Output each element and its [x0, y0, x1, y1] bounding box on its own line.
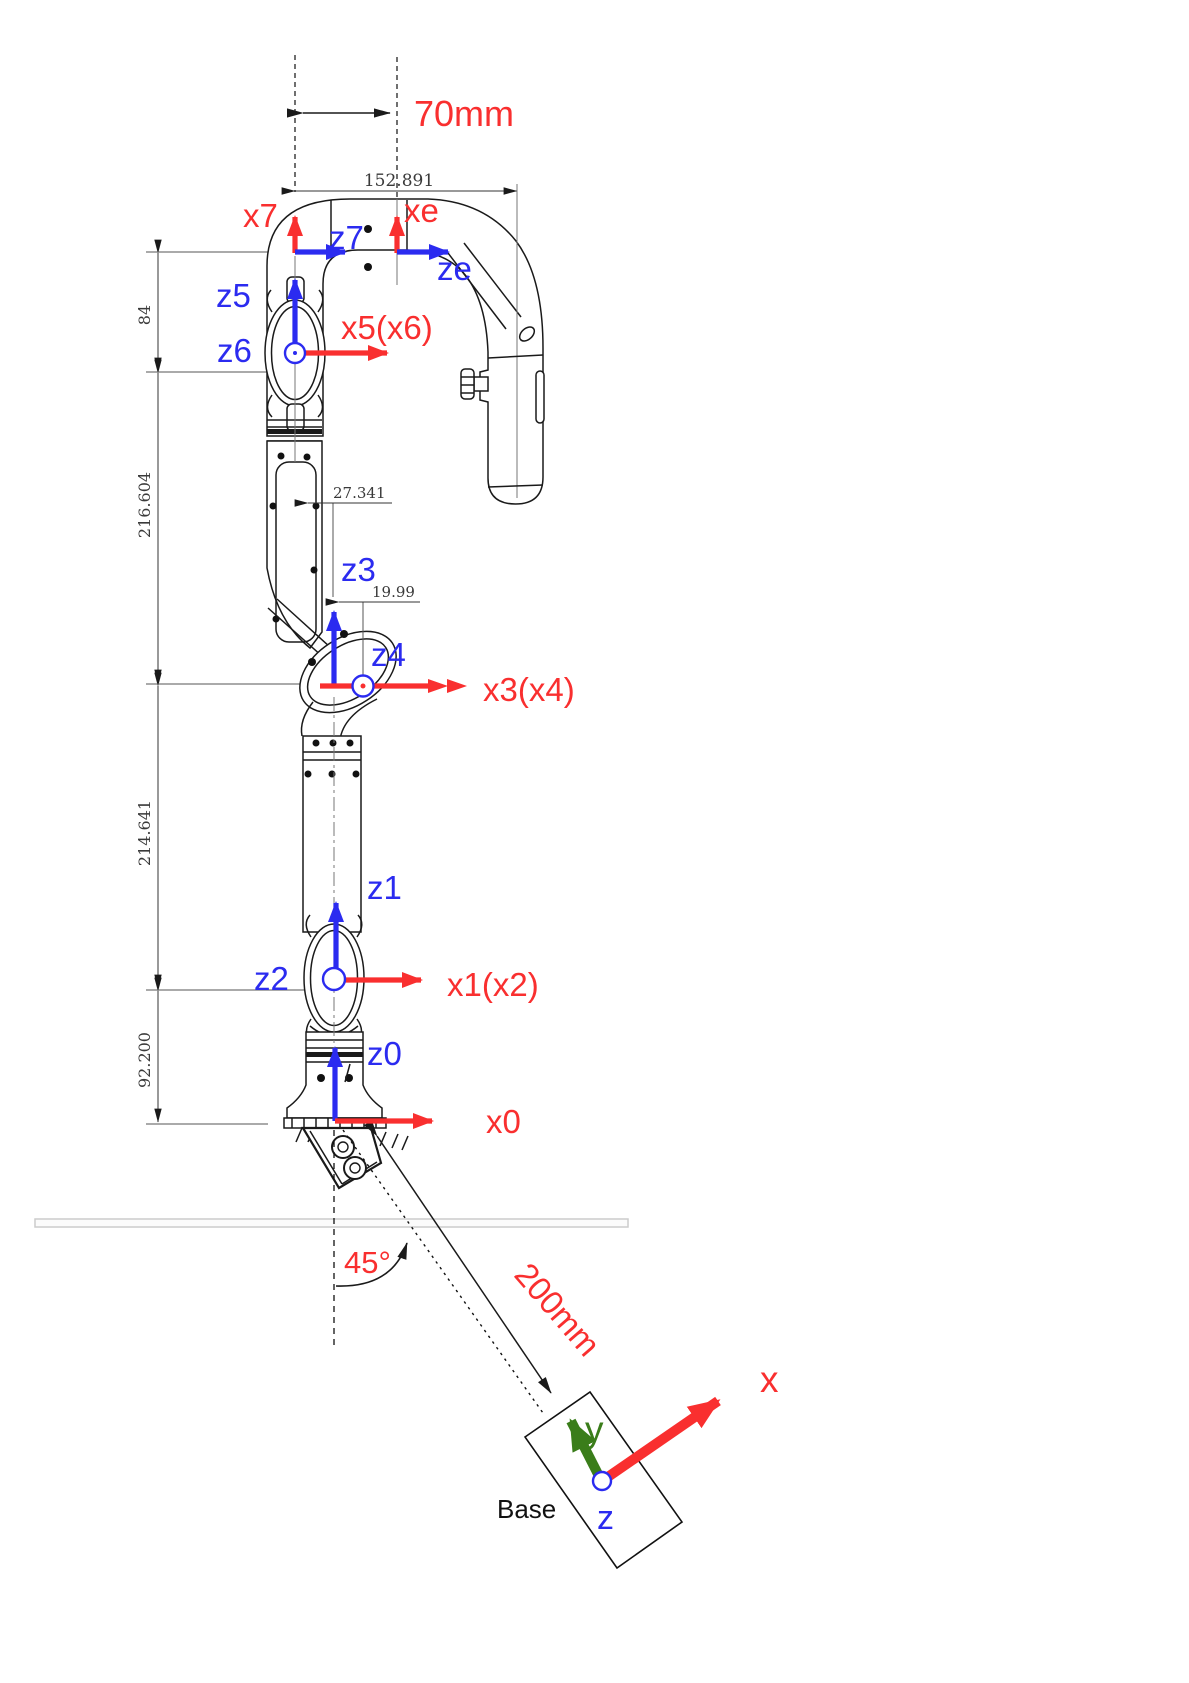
dim-152-label: 152.891 — [364, 171, 434, 191]
frame-z5-label: z5 — [216, 277, 251, 314]
frame-x7-label: x7 — [243, 197, 278, 234]
dim-27-label: 27.341 — [333, 484, 386, 502]
base-y-label: y — [585, 1409, 604, 1450]
gripper-knob-stem — [473, 376, 489, 392]
dim-216-label: 216.604 — [135, 472, 154, 538]
mount-construction — [333, 1119, 552, 1414]
dim-200mm-line — [364, 1119, 552, 1394]
dim-92-label: 92.200 — [135, 1032, 154, 1088]
base-frame — [523, 1390, 721, 1570]
upper-arm-link — [302, 735, 362, 933]
base-label: Base — [497, 1494, 556, 1524]
frame-z6-label: z6 — [217, 332, 252, 369]
frame-z1-label: z1 — [367, 869, 402, 906]
frame-z3-label: z3 — [341, 551, 376, 588]
frame-x3x4-label: x3(x4) — [483, 671, 575, 708]
dim-214-label: 214.641 — [135, 800, 154, 866]
frame-z0-label: z0 — [367, 1035, 402, 1072]
dim-19-label: 19.99 — [372, 583, 415, 601]
frame-ze-label: ze — [437, 250, 472, 287]
angle-45-label: 45° — [344, 1245, 391, 1280]
base-x-label: x — [760, 1359, 779, 1400]
dim-200mm-label: 200mm — [508, 1256, 608, 1363]
frame-z7-label: z7 — [329, 219, 364, 256]
forearm-link — [266, 440, 323, 650]
screw-dot — [364, 263, 372, 271]
joint-axes — [283, 215, 467, 1129]
end-effector-gripper — [460, 255, 545, 498]
base-y-axis-arrow — [566, 1418, 606, 1483]
inline-dimensions — [294, 499, 420, 676]
base-z-label: z — [597, 1499, 614, 1537]
dim-84-label: 84 — [135, 305, 154, 325]
frame-xe-label: xe — [404, 192, 439, 229]
left-dimension-chain — [146, 239, 318, 1125]
dim-70mm-label: 70mm — [414, 93, 514, 134]
frame-x5x6-label: x5(x6) — [341, 309, 433, 346]
base-x-axis-arrow — [599, 1396, 721, 1486]
ground-line — [34, 1218, 629, 1228]
frame-x1x2-label: x1(x2) — [447, 966, 539, 1003]
frame-z2-label: z2 — [254, 960, 289, 997]
angle-45-arc — [335, 1242, 408, 1287]
frame-z4-label: z4 — [371, 636, 406, 673]
base-origin-symbol — [591, 1470, 613, 1492]
frame-x0-label: x0 — [486, 1103, 521, 1140]
screw-dot — [364, 225, 372, 233]
z2-joint-symbol — [321, 966, 347, 992]
gripper-knob — [460, 368, 475, 400]
